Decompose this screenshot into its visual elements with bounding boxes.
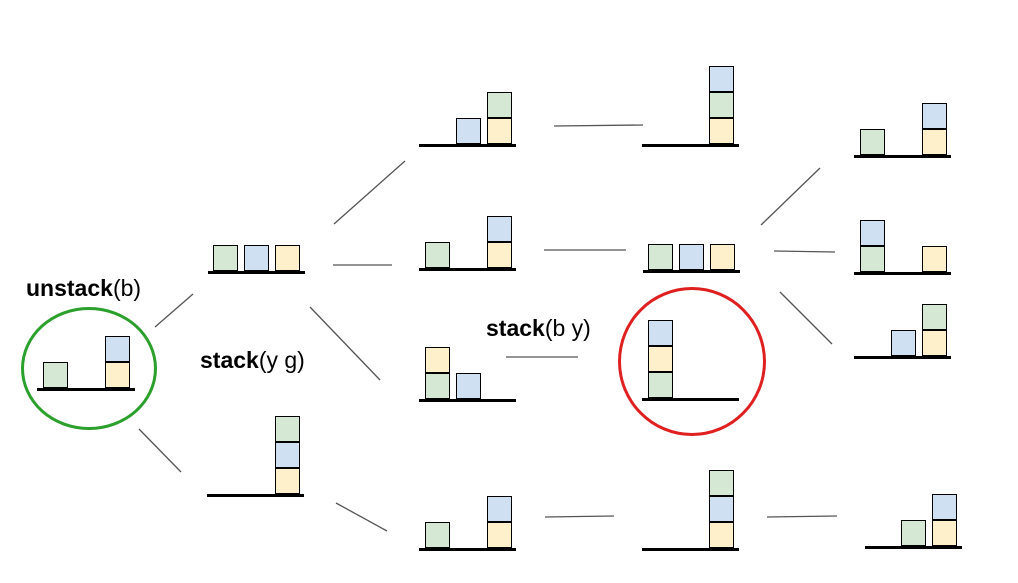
table-surface bbox=[854, 155, 951, 158]
block-green bbox=[922, 304, 947, 330]
block-blue bbox=[860, 220, 885, 246]
block-green bbox=[487, 92, 512, 118]
block-blue bbox=[105, 336, 130, 362]
edge-s0-s2 bbox=[138, 428, 182, 473]
block-blue bbox=[487, 216, 512, 242]
table-surface bbox=[642, 398, 739, 401]
block-yellow bbox=[709, 522, 734, 548]
block-blue bbox=[679, 244, 704, 270]
action-operator: unstack bbox=[26, 275, 113, 301]
block-yellow bbox=[710, 244, 735, 270]
block-green bbox=[213, 245, 238, 271]
block-yellow bbox=[487, 522, 512, 548]
table-surface bbox=[642, 548, 739, 551]
block-blue bbox=[932, 494, 957, 520]
block-blue bbox=[709, 496, 734, 522]
block-green bbox=[860, 129, 885, 155]
table-surface bbox=[207, 494, 304, 497]
table-surface bbox=[37, 388, 135, 391]
block-blue bbox=[487, 496, 512, 522]
block-green bbox=[425, 242, 450, 268]
table-surface bbox=[208, 271, 305, 274]
block-blue bbox=[456, 118, 481, 144]
block-blue bbox=[244, 245, 269, 271]
table-surface bbox=[854, 356, 951, 359]
edge-s8-s12 bbox=[773, 250, 836, 253]
edge-s8-s11 bbox=[760, 167, 821, 226]
action-argument: (b) bbox=[112, 275, 142, 301]
block-green bbox=[860, 246, 885, 272]
block-yellow bbox=[922, 246, 947, 272]
action-operator: stack bbox=[486, 315, 545, 341]
block-yellow bbox=[487, 242, 512, 268]
edge-s8-s13 bbox=[779, 291, 833, 345]
block-yellow bbox=[648, 346, 673, 372]
block-green bbox=[43, 362, 68, 388]
table-surface bbox=[643, 270, 740, 273]
table-surface bbox=[854, 272, 951, 275]
block-yellow bbox=[709, 118, 734, 144]
table-surface bbox=[865, 546, 962, 549]
block-yellow bbox=[105, 362, 130, 388]
table-surface bbox=[419, 399, 516, 402]
action-argument: (b y) bbox=[544, 315, 591, 341]
edge-s1-s5 bbox=[309, 306, 381, 381]
block-yellow bbox=[275, 468, 300, 494]
table-surface bbox=[419, 144, 516, 147]
block-green bbox=[425, 373, 450, 399]
table-surface bbox=[419, 268, 516, 271]
block-green bbox=[648, 372, 673, 398]
block-yellow bbox=[932, 520, 957, 546]
action-label-stack-b-y: stack(b y) bbox=[486, 317, 591, 340]
block-blue bbox=[648, 320, 673, 346]
block-blue bbox=[922, 103, 947, 129]
edge-s3-s7 bbox=[553, 124, 644, 127]
block-green bbox=[648, 244, 673, 270]
goal-state-ring bbox=[618, 287, 766, 436]
edge-s10-s14 bbox=[766, 515, 838, 518]
edge-s0-s1 bbox=[154, 293, 194, 328]
edge-s6-s10 bbox=[544, 515, 615, 518]
action-label-stack-y-g: stack(y g) bbox=[200, 349, 305, 372]
block-green bbox=[901, 520, 926, 546]
block-blue bbox=[456, 373, 481, 399]
block-yellow bbox=[487, 118, 512, 144]
block-green bbox=[425, 522, 450, 548]
edge-s1-s3 bbox=[333, 160, 406, 225]
action-label-unstack: unstack(b) bbox=[26, 277, 141, 300]
start-state-ring bbox=[21, 307, 157, 430]
table-surface bbox=[419, 548, 516, 551]
block-yellow bbox=[922, 129, 947, 155]
block-green bbox=[709, 470, 734, 496]
action-argument: (y g) bbox=[258, 347, 305, 373]
block-blue bbox=[275, 442, 300, 468]
block-yellow bbox=[275, 245, 300, 271]
block-blue bbox=[709, 66, 734, 92]
table-surface bbox=[642, 144, 739, 147]
action-operator: stack bbox=[200, 347, 259, 373]
block-yellow bbox=[425, 347, 450, 373]
block-green bbox=[709, 92, 734, 118]
block-yellow bbox=[922, 330, 947, 356]
block-green bbox=[275, 416, 300, 442]
block-blue bbox=[891, 330, 916, 356]
edge-s2-s6 bbox=[335, 502, 388, 532]
